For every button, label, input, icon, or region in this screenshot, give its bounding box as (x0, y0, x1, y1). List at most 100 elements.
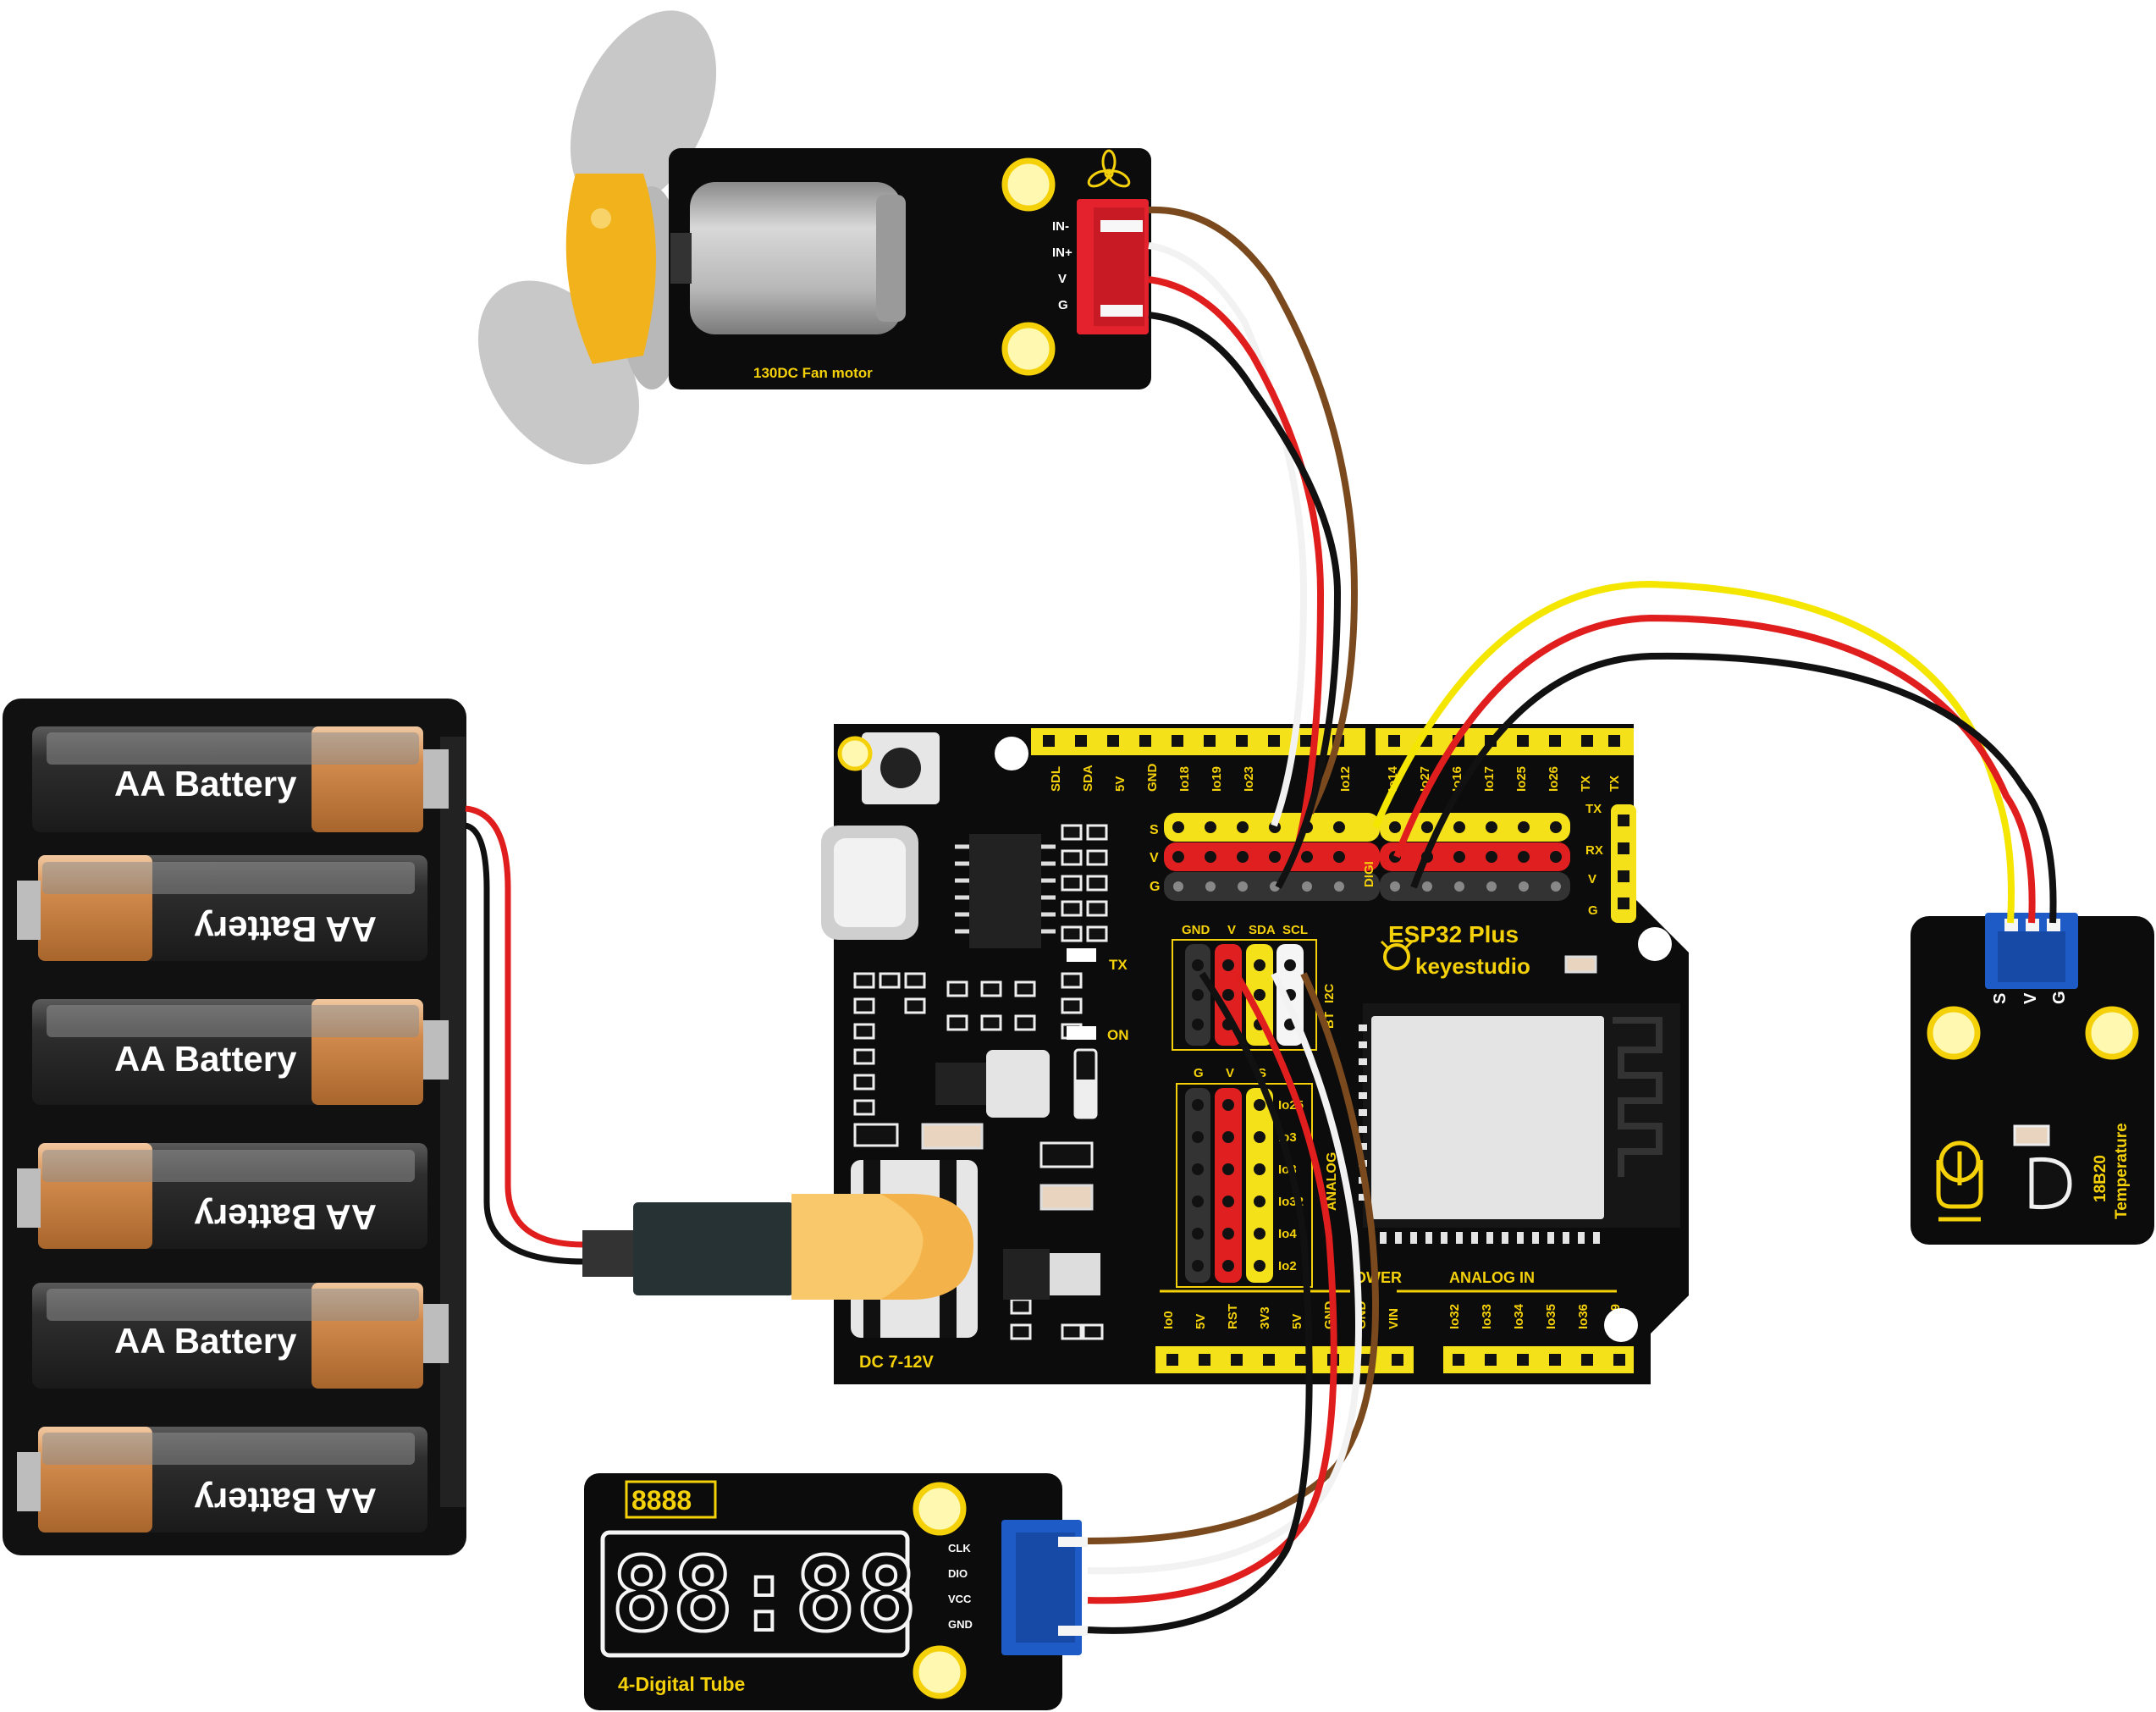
serial-header (1611, 804, 1636, 923)
tube-pin-vcc: VCC (948, 1593, 972, 1605)
analog-pin-io4: Io4 (1278, 1227, 1297, 1241)
pin-label-io26: Io26 (1547, 766, 1561, 792)
bottom-pin-io35: Io35 (1544, 1304, 1558, 1329)
i2c-label-sda: SDA (1249, 923, 1276, 937)
tube-mount-hole-bottom (913, 1645, 967, 1699)
tube-wire-clk (1087, 972, 1379, 1544)
pin-label-5v: 5V (1113, 776, 1128, 792)
temp-mount-hole-left (1927, 1006, 1981, 1060)
bottom-pin-io32: Io32 (1447, 1304, 1462, 1329)
tube-display (600, 1530, 910, 1658)
fan-wire-in-minus (1148, 206, 1359, 815)
fan-wire-v (1148, 276, 1325, 859)
thermometer-icon (1936, 1140, 1983, 1222)
i2c-label: I2C (1322, 983, 1337, 1003)
battery-cell-1: AA Battery (32, 726, 449, 832)
analog-header-s (1246, 1088, 1273, 1283)
bottom-pin-io34: Io34 (1512, 1303, 1526, 1329)
tube-mini-icon (625, 1480, 717, 1519)
tube-pin-dio: DIO (948, 1567, 968, 1580)
i2c-label-scl: SCL (1282, 923, 1308, 937)
pin-label-io12: Io12 (1338, 766, 1353, 792)
temp-module-subtitle: Temperature (2113, 1123, 2131, 1219)
temp-pin-v: V (2021, 992, 2040, 1004)
temp-pin-s: S (1991, 993, 2010, 1004)
tube-mount-hole-top (913, 1482, 967, 1536)
pin-label-tx2: TX (1607, 776, 1622, 792)
fan-mount-hole-bottom (1001, 322, 1056, 376)
fan-pin-v: V (1058, 272, 1067, 286)
battery-pack: AA Battery AA Battery AA Battery AA Batt… (3, 699, 466, 1555)
fan-module-title: 130DC Fan motor (753, 365, 873, 381)
temp-module-title: 18B20 (2092, 1155, 2109, 1202)
dc-jack[interactable] (791, 1160, 978, 1338)
board-name: ESP32 Plus (1388, 921, 1519, 947)
ground-row-right (1380, 872, 1570, 901)
tube-display-digits: 88:88 (611, 1537, 917, 1654)
tube-wire-vcc (1087, 971, 1337, 1604)
analog-label: ANALOG (1325, 1152, 1339, 1211)
svg-text:AA Battery: AA Battery (194, 1197, 377, 1237)
temperature-module: S V G 18B20 Temperature (1911, 913, 2154, 1245)
tube-pin-gnd: GND (948, 1618, 973, 1631)
analog-label-g: G (1194, 1066, 1204, 1080)
board-mount-hole-bottom (1604, 1308, 1638, 1342)
bottom-pin-rst: RST (1226, 1304, 1240, 1329)
bottom-pin-io33: Io33 (1480, 1304, 1494, 1329)
serial-label-tx: TX (1585, 802, 1602, 816)
fan-module: IN- IN+ V G 130DC Fan motor (477, 10, 1151, 465)
row-label-v: V (1150, 851, 1159, 865)
battery-lead-red (465, 805, 585, 1248)
i2c-label-v: V (1227, 923, 1236, 937)
board-brand: keyestudio (1415, 953, 1530, 979)
board-tx-label: TX (1109, 957, 1128, 973)
analog-header-g (1185, 1088, 1210, 1283)
temp-wire-g (1410, 652, 2057, 924)
temp-mount-hole-right (2085, 1006, 2139, 1060)
fan-mount-hole-top (1001, 157, 1056, 212)
tube-wire-dio (1087, 972, 1362, 1575)
row-label-g: G (1150, 880, 1160, 894)
power-row-right (1380, 842, 1570, 871)
pin-label-sda: SDA (1081, 765, 1095, 792)
fan-pin-in-plus: IN+ (1052, 246, 1072, 260)
fan-icon (1087, 149, 1131, 188)
analog-in-section-label: ANALOG IN (1449, 1269, 1535, 1286)
esp32-shield (1371, 1016, 1604, 1219)
temp-pin-g: G (2050, 991, 2069, 1004)
fan-motor (690, 182, 902, 334)
tube-pin-clk: CLK (948, 1542, 971, 1555)
svg-text:AA Battery: AA Battery (114, 1039, 297, 1079)
esp32-antenna (1613, 1017, 1662, 1177)
svg-text:AA Battery: AA Battery (114, 764, 297, 804)
bottom-header-right (1443, 1346, 1634, 1373)
fan-pin-in-minus: IN- (1052, 219, 1069, 234)
tube-module-title: 4-Digital Tube (618, 1673, 745, 1695)
analog-label-s: S (1258, 1066, 1266, 1080)
svg-text:AA Battery: AA Battery (114, 1321, 297, 1361)
row-label-s: S (1150, 823, 1159, 837)
fan-wire-in-plus (1148, 242, 1308, 827)
usb-serial-chip (969, 834, 1041, 948)
analog-label-v: V (1226, 1066, 1234, 1080)
signal-row-right (1380, 813, 1570, 842)
bottom-pin-5v-b: 5V (1290, 1314, 1304, 1329)
fan-pin-g: G (1058, 298, 1068, 312)
esp32-plus-board: TX ON DC 7-12V (791, 724, 1689, 1384)
battery-cell-6: AA Battery (17, 1427, 427, 1533)
temp-board (1911, 916, 2154, 1245)
battery-cell-5: AA Battery (32, 1283, 449, 1389)
dc-input-label: DC 7-12V (859, 1353, 934, 1372)
bottom-pin-5v-a: 5V (1194, 1314, 1208, 1329)
ds18b20-sensor (2029, 1157, 2072, 1210)
bottom-pin-io0: Io0 (1161, 1311, 1176, 1329)
temp-wire-s (1372, 580, 2015, 924)
pin-label-io23: Io23 (1242, 766, 1256, 792)
svg-text:AA Battery: AA Battery (194, 1481, 377, 1521)
digital-label: DIGI (1362, 861, 1376, 887)
board-on-label: ON (1107, 1027, 1129, 1043)
pin-label-io17: Io17 (1482, 766, 1497, 792)
pin-label-tx1: TX (1579, 776, 1593, 792)
pin-label-sdl: SDL (1049, 766, 1063, 792)
pin-label-gnd: GND (1145, 764, 1160, 792)
